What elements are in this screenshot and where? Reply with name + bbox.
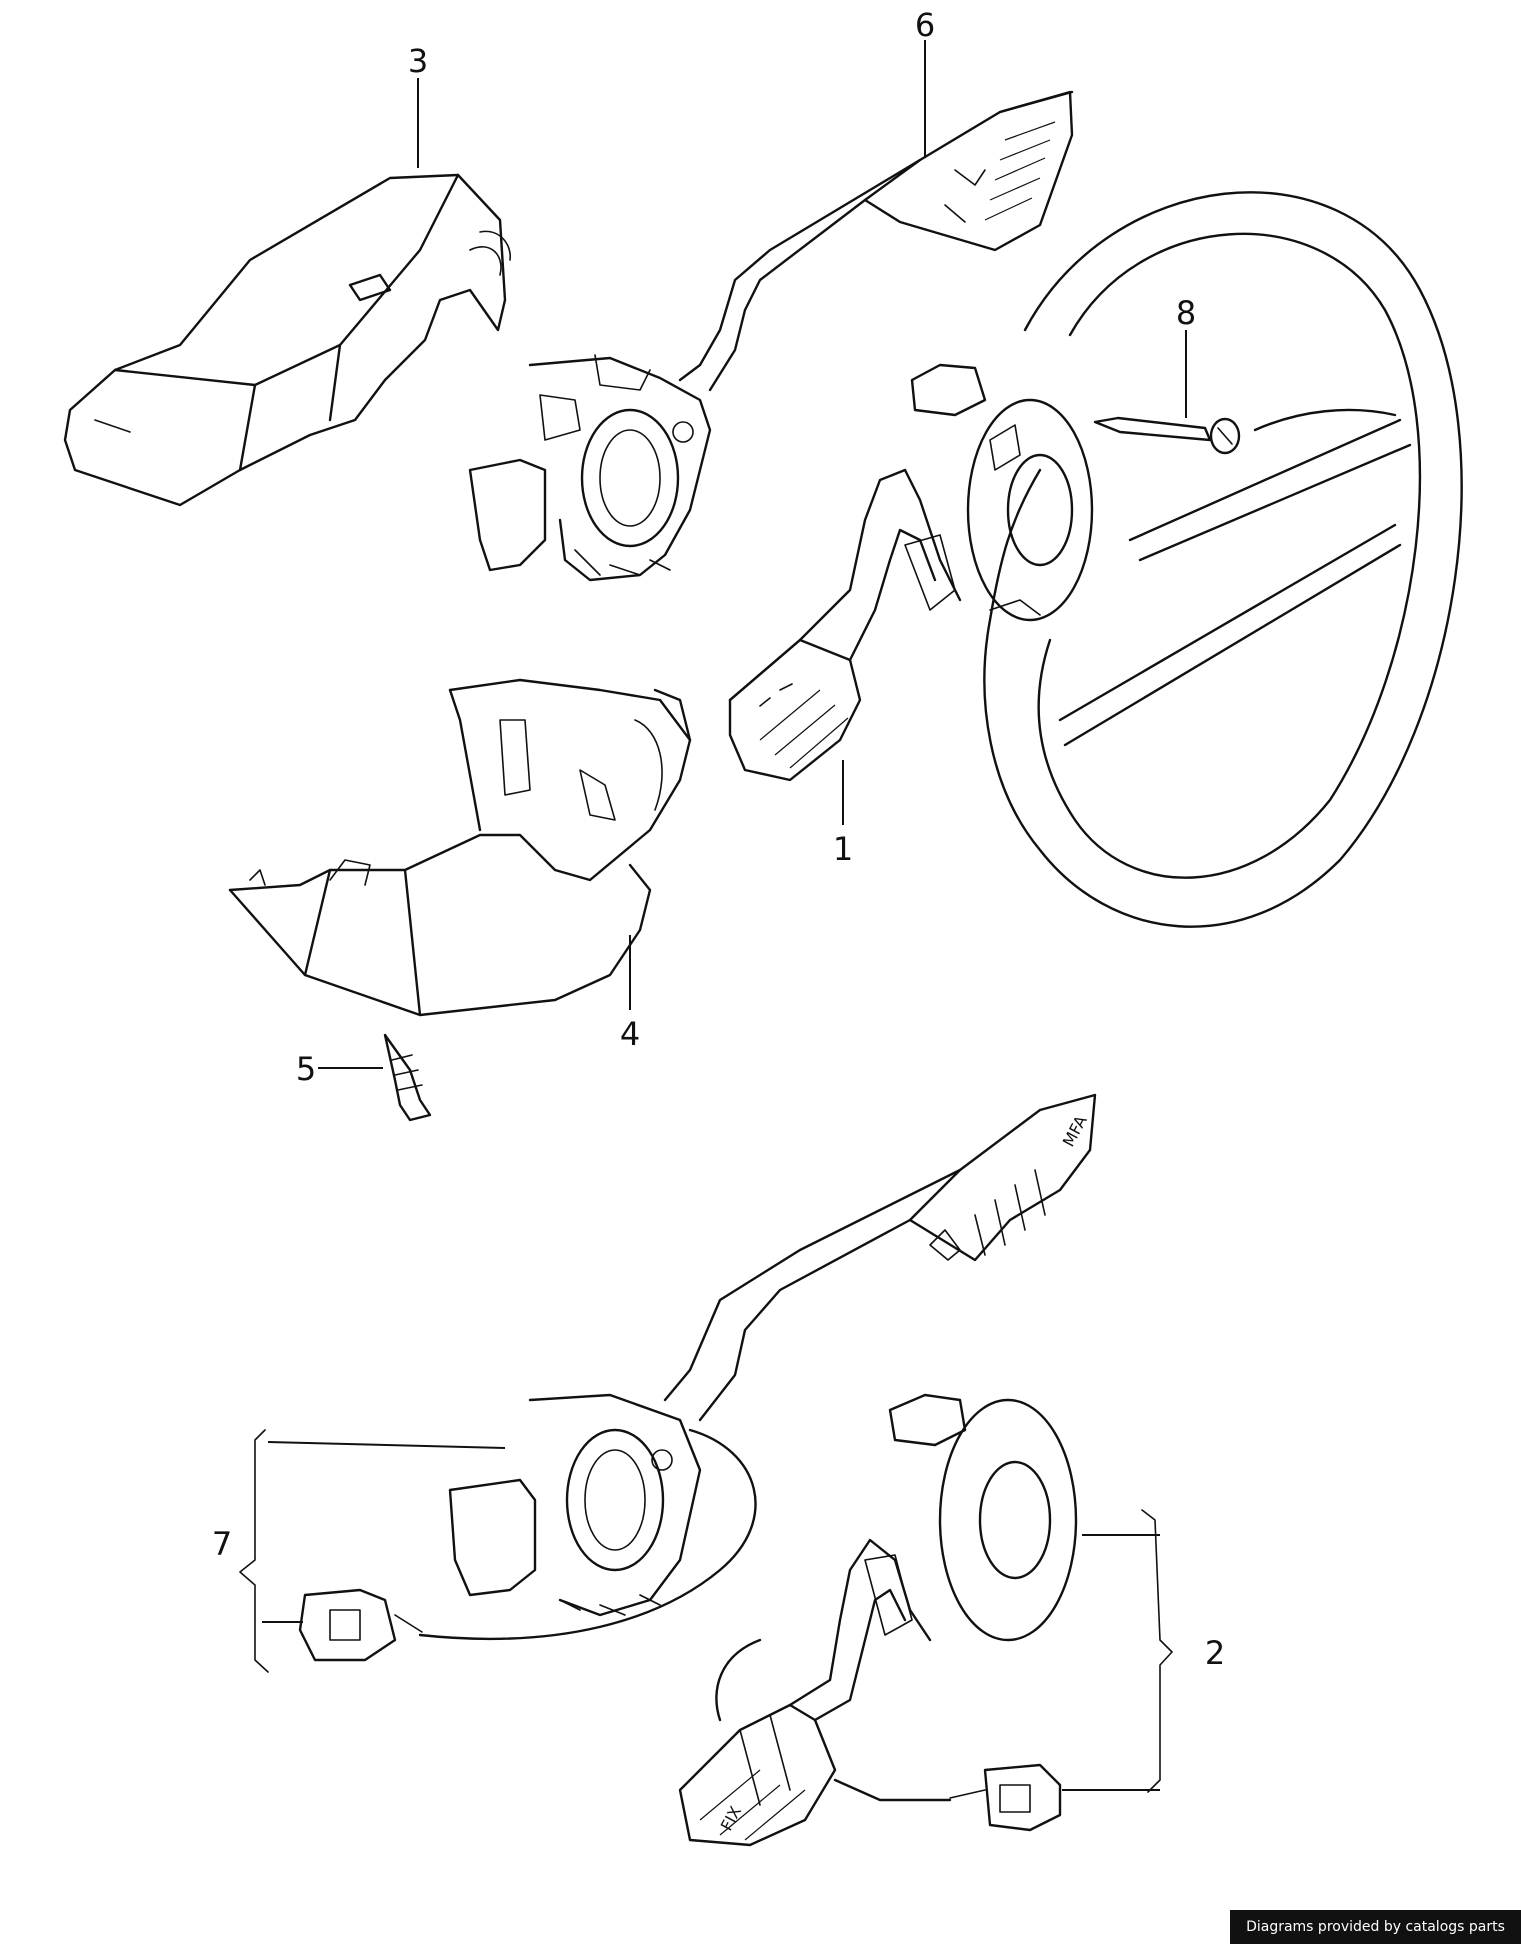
- wiper-switch-assembly-part-7: [239, 1093, 1097, 1673]
- steering-wheel: [983, 191, 1463, 928]
- label-part-6: 6: [915, 6, 935, 44]
- label-part-8: 8: [1176, 294, 1196, 332]
- label-part-7: 7: [212, 1525, 232, 1563]
- lower-cover-part-4: [228, 678, 692, 1017]
- turn-signal-assembly-part-2: [678, 1393, 1173, 1847]
- label-part-4: 4: [620, 1015, 640, 1053]
- label-part-3: 3: [408, 42, 428, 80]
- upper-cover-part-3: [63, 78, 511, 507]
- label-part-1: 1: [833, 830, 853, 868]
- wiper-switch-part-6: [468, 40, 1074, 582]
- turn-signal-switch-part-1: [728, 363, 1094, 825]
- lever-text-fix: FIX: [717, 1803, 745, 1834]
- lever-text-mfa: MFA: [1059, 1112, 1091, 1150]
- bolt-part-8: [1093, 330, 1241, 455]
- label-part-2: 2: [1205, 1634, 1225, 1672]
- screw-part-5: [318, 1033, 432, 1122]
- credit-banner: Diagrams provided by catalogs parts: [1230, 1910, 1521, 1944]
- label-part-5: 5: [296, 1050, 316, 1088]
